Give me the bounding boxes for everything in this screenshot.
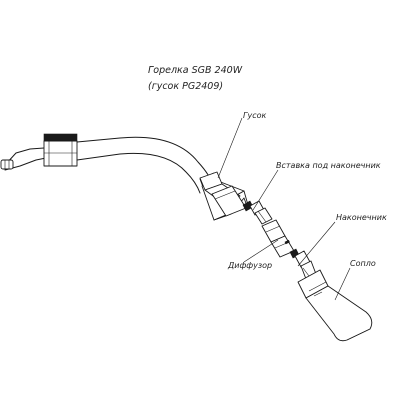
label-nozzle: Сопло bbox=[350, 259, 376, 268]
torch-handle bbox=[0, 133, 78, 171]
title-line-1: Горелка SGB 240W bbox=[148, 65, 243, 76]
leader-lines bbox=[217, 117, 351, 301]
diffuser bbox=[261, 219, 295, 258]
neck-collar bbox=[199, 171, 247, 217]
label-insert: Вставка под наконечник bbox=[276, 161, 381, 170]
label-diffuser: Диффузор bbox=[227, 261, 272, 270]
title-line-2: (гусок PG2409) bbox=[148, 81, 223, 92]
label-neck: Гусок bbox=[243, 111, 266, 120]
tip-holder-insert bbox=[242, 200, 273, 225]
nozzle bbox=[297, 269, 373, 342]
label-tip: Наконечник bbox=[336, 213, 387, 222]
